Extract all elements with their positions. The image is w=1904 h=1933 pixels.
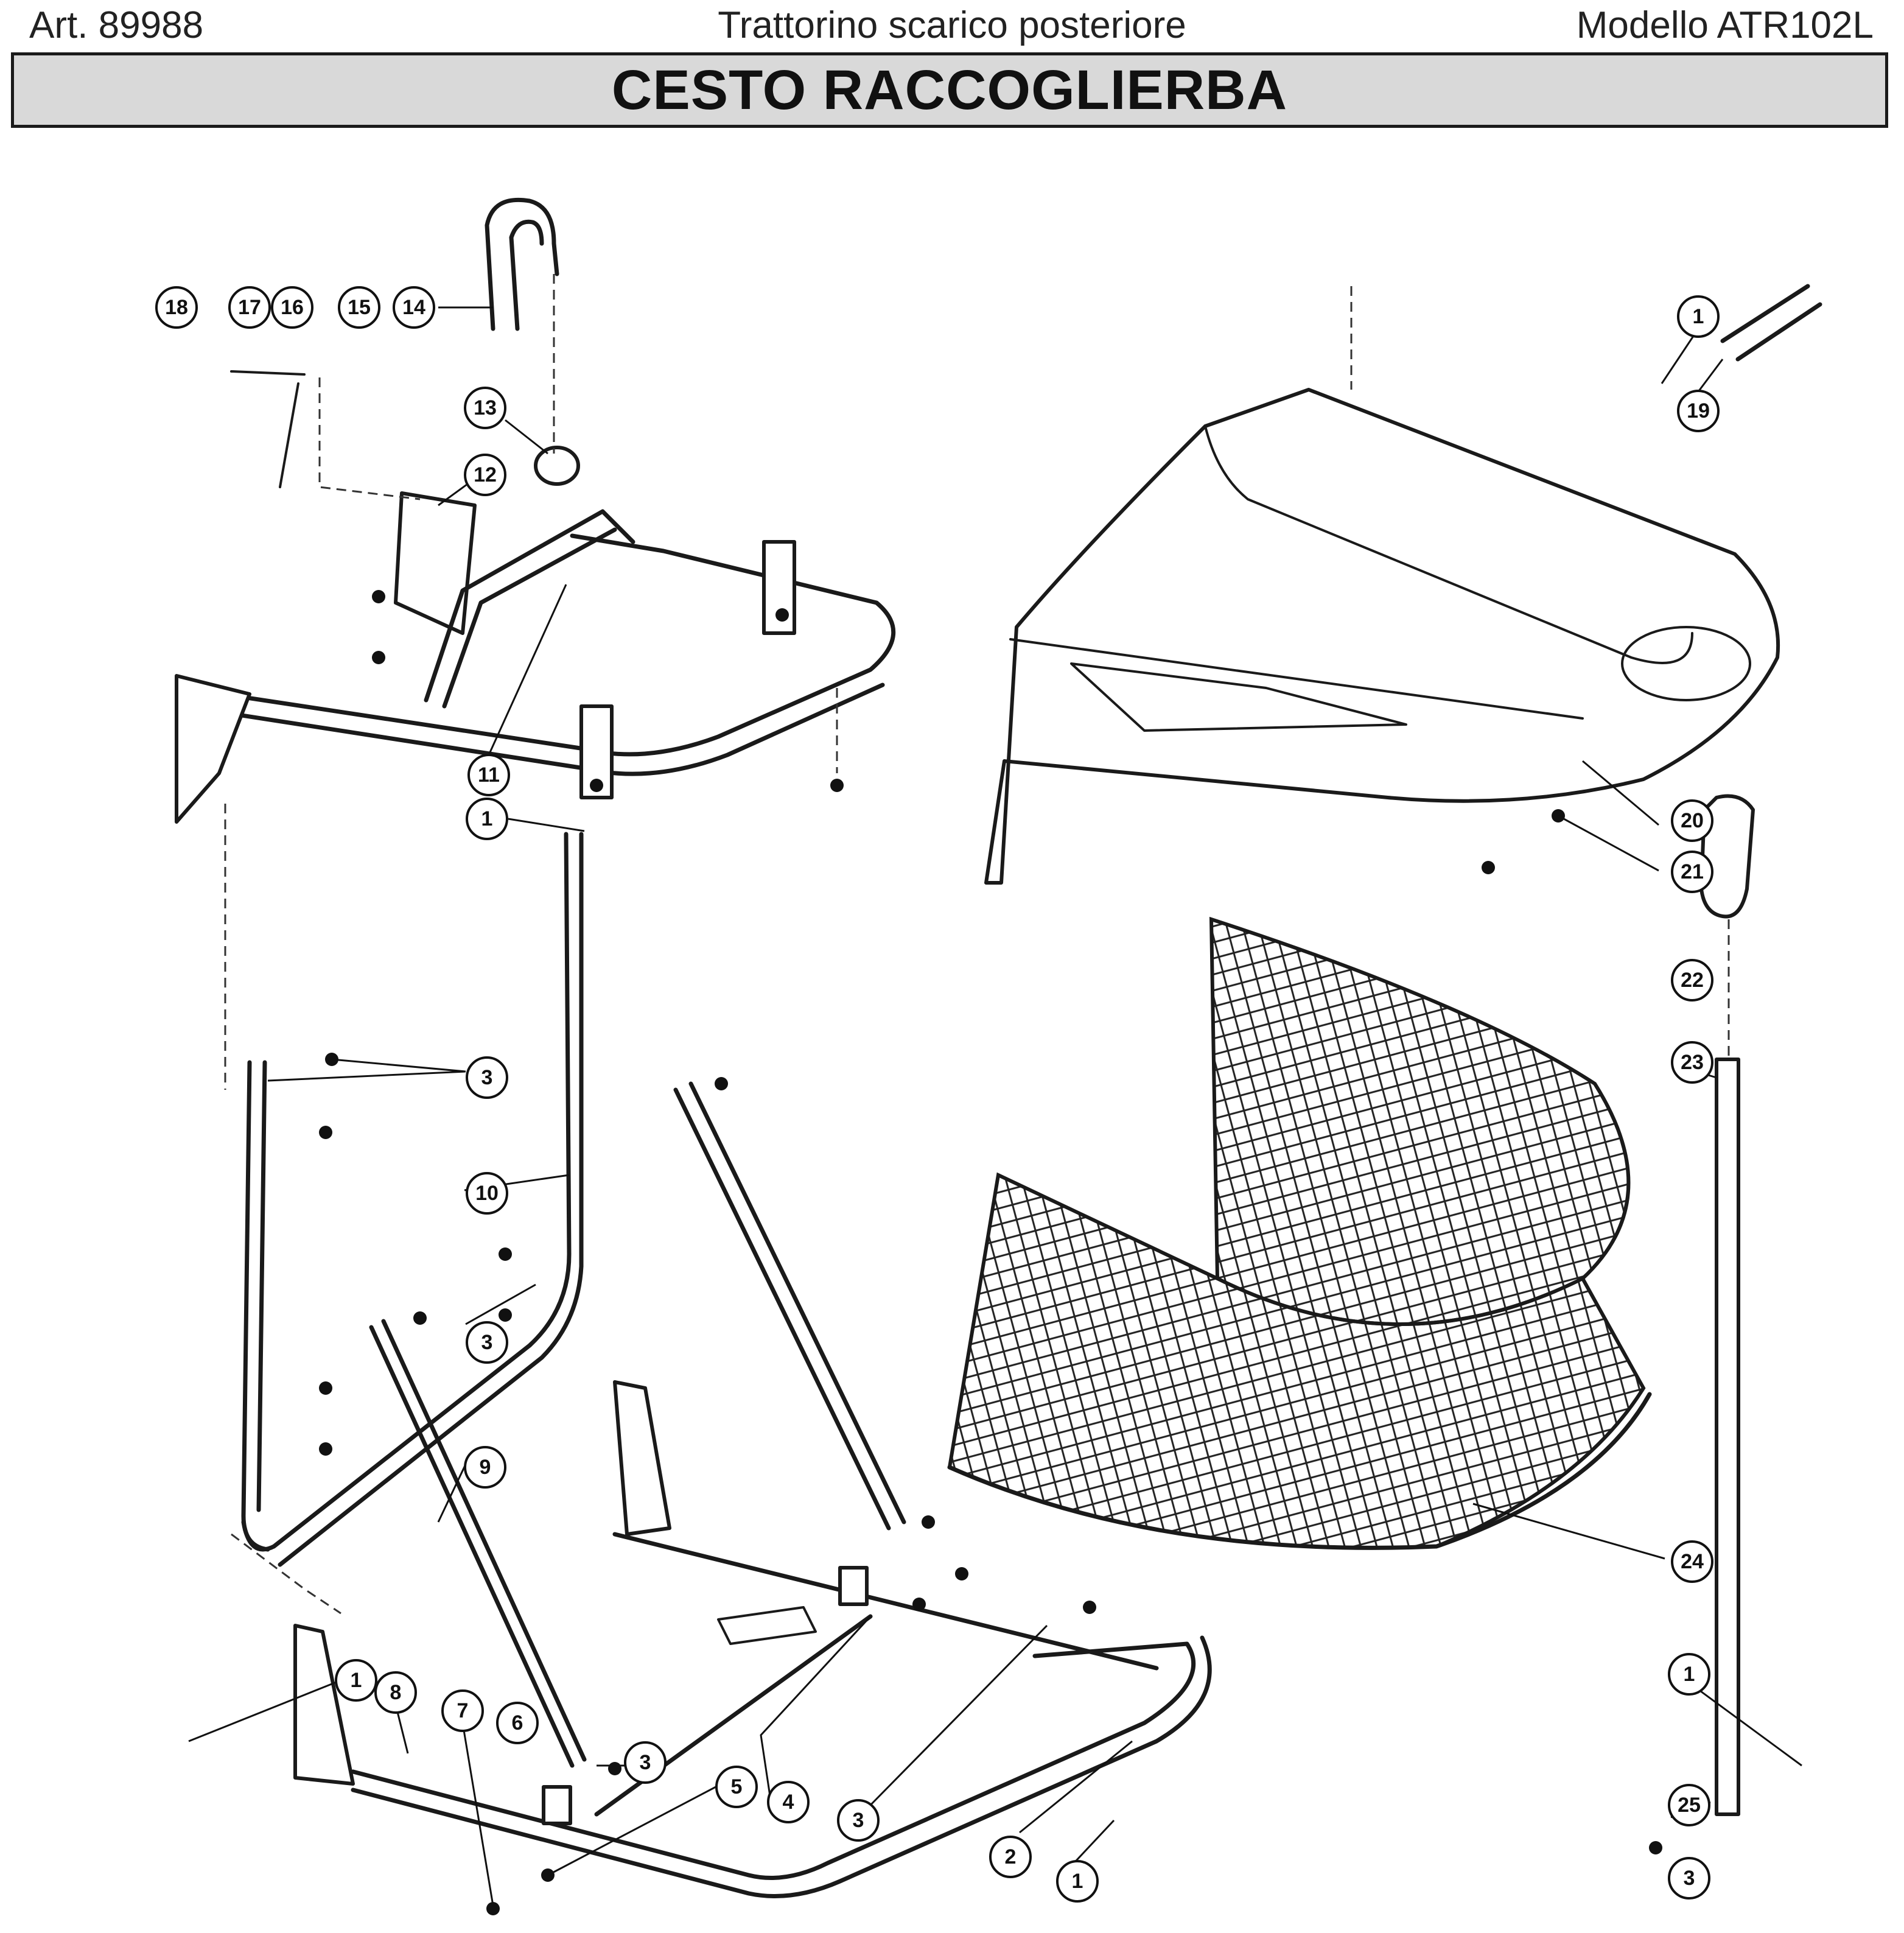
knob [534,446,580,486]
callout-12: 12 [464,454,506,496]
callout-18-text: 18 [165,296,188,319]
upper-frame-assembly [175,197,896,1090]
fasteners [319,590,1662,1915]
callout-18: 18 [155,286,198,329]
handle-grip [485,197,559,331]
lever-knob [1699,794,1755,919]
callout-16-text: 16 [281,296,304,319]
callout-1-base-right-text: 1 [1072,1870,1083,1893]
callout-3-base-right-text: 3 [853,1809,864,1832]
document-subtitle: Trattorino scarico posteriore [718,4,1186,46]
callout-21: 21 [1671,851,1713,893]
callout-3-post-text: 3 [1684,1867,1695,1890]
callout-1-cover-text: 1 [1693,305,1704,328]
callout-17: 17 [228,286,271,329]
dump-lever [1699,794,1755,1816]
base-clamp [542,1785,572,1825]
callout-7-text: 7 [457,1699,469,1722]
title-bar: CESTO RACCOGLIERBA [11,52,1888,128]
callout-19-text: 19 [1687,399,1710,423]
callout-24: 24 [1671,1540,1713,1583]
callout-2-text: 2 [1005,1845,1017,1868]
back-plate [394,491,477,635]
leader-lines [188,306,1802,1906]
callout-1-base-left: 1 [335,1659,377,1702]
base-frame-tube [351,1641,1196,1880]
callout-13: 13 [464,387,506,429]
callout-9-text: 9 [480,1456,491,1479]
callout-3-post: 3 [1668,1857,1710,1900]
callout-17-text: 17 [238,296,261,319]
callout-20-text: 20 [1681,809,1704,832]
cover-handle [1720,284,1810,343]
callout-1-cover: 1 [1677,295,1720,338]
strut-9 [369,1325,575,1768]
basket-mesh [1209,916,1631,1326]
callout-1-upper-text: 1 [481,807,493,830]
callout-23: 23 [1671,1041,1713,1084]
callout-4: 4 [767,1781,810,1823]
callout-3-upper: 3 [466,1056,508,1099]
left-bracket-plate [175,674,251,824]
callout-5-text: 5 [731,1775,743,1798]
rear-uprights [241,832,1159,1768]
callout-1-base-left-text: 1 [351,1669,362,1692]
callout-12-text: 12 [474,463,497,486]
callout-3-middle: 3 [466,1321,508,1364]
callout-10-text: 10 [475,1182,499,1205]
upper-frame-tube [180,533,896,757]
callout-16: 16 [271,286,313,329]
callout-3-upper-text: 3 [481,1066,493,1089]
callout-11-text: 11 [478,763,500,787]
mesh-basket [947,916,1652,1550]
callout-22: 22 [1671,959,1713,1002]
callout-3-base-right: 3 [837,1799,880,1842]
callout-20: 20 [1671,799,1713,842]
callout-15-text: 15 [348,296,371,319]
lever-post [1715,1058,1740,1816]
callout-22-text: 22 [1681,969,1704,992]
callout-9: 9 [464,1446,506,1489]
upright-tube-left [241,1060,270,1552]
callout-5: 5 [715,1766,758,1808]
cover-shell [984,388,1780,885]
callout-15: 15 [338,286,380,329]
callout-8-text: 8 [390,1681,402,1704]
callout-3-middle-text: 3 [481,1331,493,1354]
page-title: CESTO RACCOGLIERBA [611,58,1288,121]
model-number: Modello ATR102L [1576,4,1874,46]
callout-6: 6 [496,1702,539,1744]
callout-2: 2 [989,1836,1032,1878]
callout-4-text: 4 [783,1791,794,1814]
strut-right [673,1087,891,1531]
callout-11: 11 [467,754,510,796]
callout-24-text: 24 [1681,1550,1704,1573]
callout-3-base-text: 3 [640,1751,651,1774]
callout-13-text: 13 [474,396,497,419]
callout-8: 8 [374,1671,417,1714]
callout-10: 10 [466,1172,508,1215]
callout-1-upper: 1 [466,798,508,840]
callout-14-text: 14 [402,296,425,319]
base-frame [231,1533,1212,1898]
callout-7: 7 [441,1689,484,1732]
exploded-parts-diagram: 18 17 16 15 14 13 12 11 1 3 10 3 9 1 8 7… [155,197,1822,1915]
callout-1-base-right: 1 [1056,1860,1099,1903]
callout-6-text: 6 [512,1711,523,1735]
mid-clamp [838,1566,869,1606]
base-bracket-plate [293,1624,355,1786]
upright-tube-10 [241,832,572,1552]
callout-25-text: 25 [1678,1794,1701,1817]
callout-21-text: 21 [1681,860,1704,883]
callout-3-base: 3 [624,1741,667,1784]
callout-1-post-text: 1 [1684,1663,1695,1686]
callout-14: 14 [393,286,435,329]
callout-1-post: 1 [1668,1653,1710,1696]
callout-labels: 18 17 16 15 14 13 12 11 1 3 10 3 9 1 8 7… [155,286,1720,1903]
basket-cover [984,284,1822,885]
callout-25: 25 [1668,1784,1710,1826]
callout-23-text: 23 [1681,1051,1704,1074]
callout-19: 19 [1677,390,1720,432]
article-number: Art. 89988 [29,4,204,46]
